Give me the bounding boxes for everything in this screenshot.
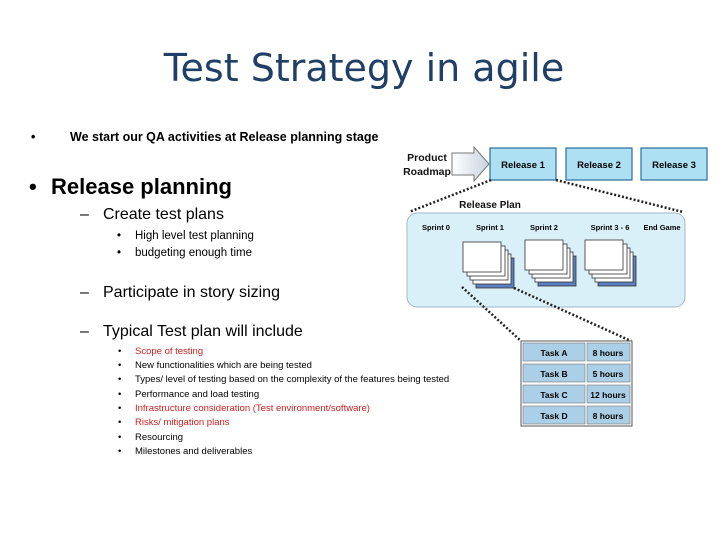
task-hours: 8 hours [593,348,624,358]
sprint-2-backlog-stack [524,239,577,287]
task-name: Task B [540,369,567,379]
zoom-connector [513,286,632,343]
release-box: Release 3 [640,147,708,181]
sprint-label: Sprint 1 [476,223,504,232]
plan-item-functionalities: New functionalities which are being test… [135,360,312,371]
bullet-dot: • [118,389,122,400]
bullet-dot: • [118,446,122,457]
bullet-dot: • [117,230,122,242]
plan-item-performance: Performance and load testing [135,389,260,400]
dash-marker: – [80,323,89,340]
bullet-dot: • [117,247,122,259]
plan-item-infrastructure: Infrastructure consideration (Test envir… [135,403,370,414]
bullet-dot: • [118,417,122,428]
product-roadmap-label-1: Product [407,152,447,164]
story-sizing-text: Participate in story sizing [103,284,280,301]
release-box: Release 2 [565,147,633,181]
task-hours: 5 hours [593,369,624,379]
task-hours: 8 hours [593,411,624,421]
roadmap-arrow [451,145,490,183]
bullet-dot: • [118,346,122,357]
bullet-dot: • [118,374,122,385]
dash-marker: – [80,284,89,301]
create-test-plans-text: Create test plans [103,206,224,223]
zoom-connector [461,286,522,342]
release-box: Release 1 [489,147,557,181]
sprint-label: Sprint 3 - 6 [591,223,630,232]
bullet-dot: • [29,174,37,199]
plan-item-milestones: Milestones and deliverables [135,446,253,457]
bullet-dot: • [118,360,122,371]
plan-item-scope: Scope of testing [135,346,204,357]
plan-item-types: Types/ level of testing based on the com… [135,374,450,385]
sprint-label: Sprint 2 [530,223,558,232]
zoom-connector [408,178,492,214]
bullet-dot: • [31,130,36,144]
release-planning-heading: Release planning [51,174,232,199]
typical-plan-text: Typical Test plan will include [103,323,303,340]
plan-item-resourcing: Resourcing [135,432,184,443]
task-name: Task A [541,348,568,358]
plan-item-risks: Risks/ mitigation plans [135,417,230,428]
dash-marker: – [80,206,89,223]
intro-text: We start our QA activities at Release pl… [70,130,379,144]
task-table: Task A 8 hours Task B 5 hours Task C 12 … [520,340,633,427]
task-name: Task C [540,390,567,400]
bullet-dot: • [118,403,122,414]
slide-title: Test Strategy in agile [163,46,565,90]
release-label: Release 2 [577,160,621,171]
sprint-3-6-backlog-stack [584,239,637,287]
sprint-label: End Game [643,223,680,232]
release-plan-label: Release Plan [459,200,521,211]
high-level-text: High level test planning [135,230,254,242]
sprint-label: Sprint 0 [422,223,450,232]
product-roadmap-label-2: Roadmap [403,166,451,178]
budgeting-text: budgeting enough time [135,247,253,259]
release-label: Release 3 [652,160,696,171]
sprint-1-backlog-stack [462,241,515,289]
zoom-connector [555,178,684,214]
bullet-dot: • [118,432,122,443]
task-hours: 12 hours [590,390,626,400]
task-name: Task D [540,411,567,421]
release-label: Release 1 [501,160,546,171]
